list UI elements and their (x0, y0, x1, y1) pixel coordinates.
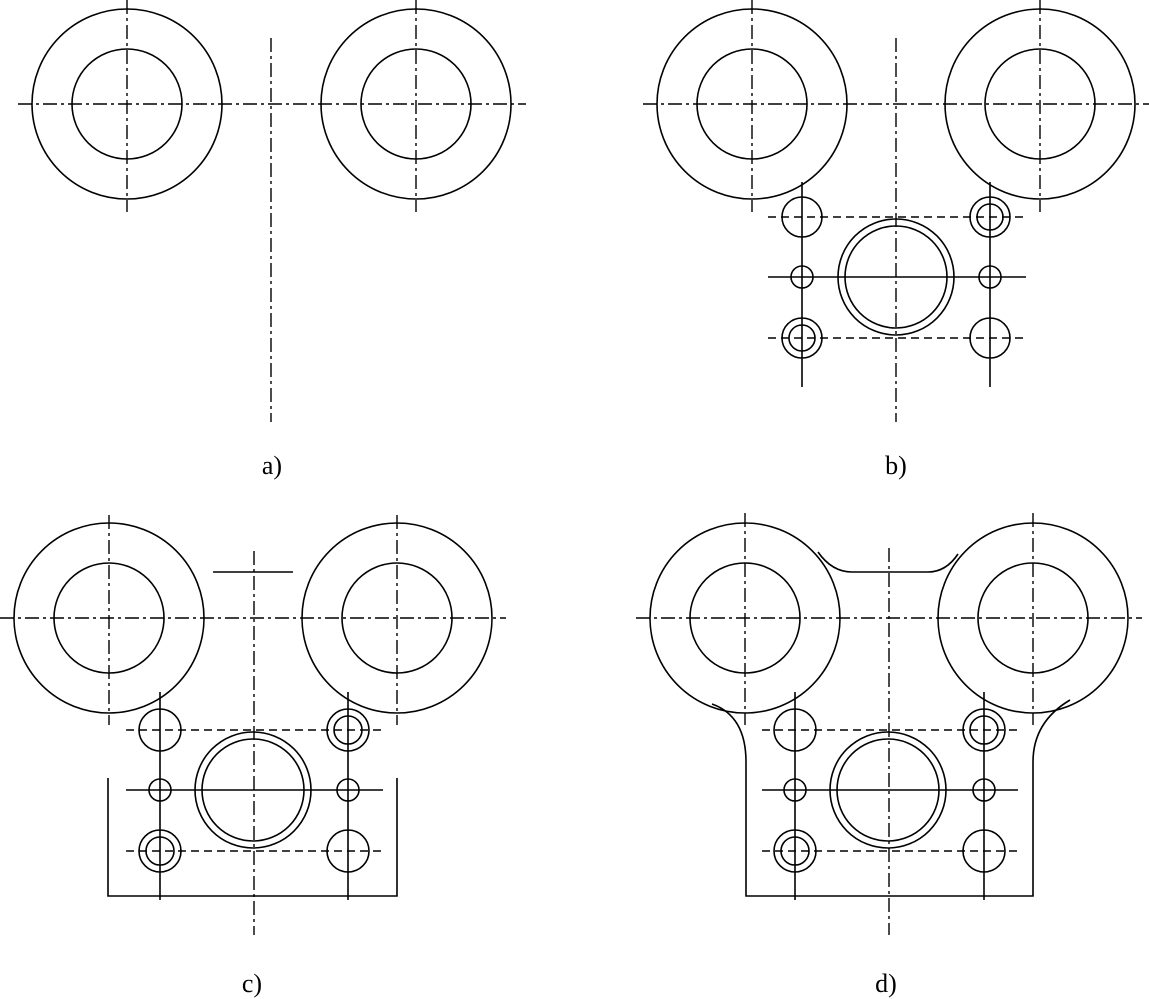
caption-d: d) (875, 969, 897, 998)
hole-mid-left (148, 778, 172, 802)
hole-top-right-inner (333, 715, 363, 745)
hole-bottom-right (969, 317, 1011, 359)
hole-mid-right (978, 265, 1002, 289)
hole-bottom-left-outer (781, 317, 823, 359)
hole-top-right-outer (962, 708, 1006, 752)
caption-c: c) (242, 969, 262, 998)
hole-mid-left (790, 265, 814, 289)
hole-bottom-right (326, 829, 370, 873)
hole-bottom-left-inner (145, 836, 175, 866)
hole-top-right-outer (969, 196, 1011, 238)
hole-top-right-inner (969, 715, 999, 745)
hole-bottom-left-outer (773, 829, 817, 873)
panel-b: b) (643, 0, 1149, 480)
caption-b: b) (885, 451, 907, 480)
panel-a: a) (18, 0, 526, 480)
hole-bottom-left-inner (788, 324, 816, 352)
hole-top-left (773, 708, 817, 752)
hole-top-right-outer (326, 708, 370, 752)
base-plate-outline (107, 778, 398, 897)
caption-a: a) (262, 451, 282, 480)
hole-bottom-left-inner (780, 836, 810, 866)
hole-top-left (138, 708, 182, 752)
panel-d: d) (636, 513, 1142, 998)
hole-mid-right (336, 778, 360, 802)
base-plate-outline (711, 699, 1071, 897)
hole-top-left (781, 196, 823, 238)
top-bridge-outline (817, 551, 959, 573)
panel-c: c) (0, 515, 506, 998)
hole-mid-left (783, 778, 807, 802)
hole-bottom-right (962, 829, 1006, 873)
hole-bottom-left-outer (138, 829, 182, 873)
hole-mid-right (972, 778, 996, 802)
hole-top-right-inner (976, 203, 1004, 231)
